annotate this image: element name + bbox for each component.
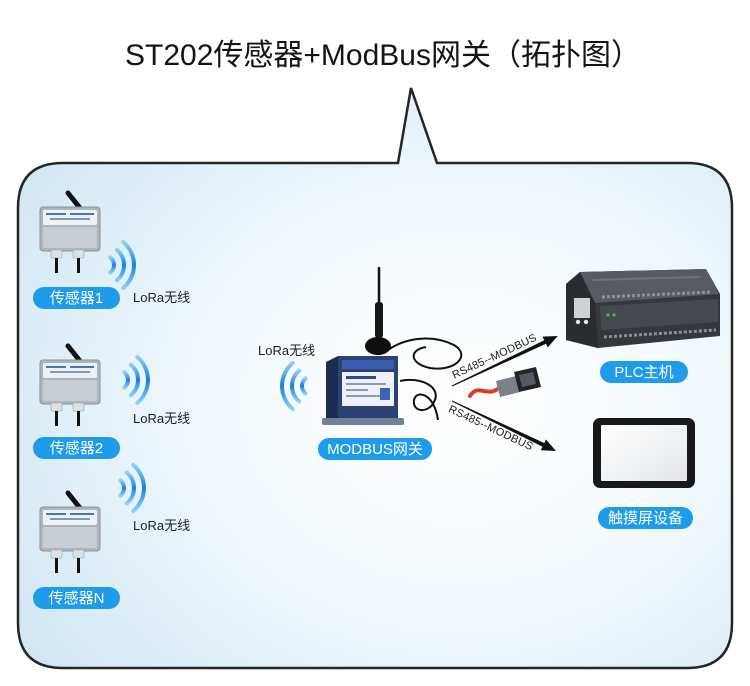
plc-icon (566, 269, 720, 348)
sensor-node-n: LoRa无线 传感器N (33, 463, 190, 609)
sensor-label: 传感器N (49, 590, 105, 607)
gateway-node: LoRa无线 MODBUS网关 (258, 266, 463, 460)
sensor-label: 传感器2 (50, 440, 103, 457)
gateway-label: MODBUS网关 (327, 441, 423, 458)
sensor-label-pill (33, 437, 120, 459)
arrow-to-plc (451, 336, 558, 387)
gateway-link-label: LoRa无线 (258, 343, 315, 358)
touchscreen-node: 触摸屏设备 (593, 418, 695, 529)
arrow-to-touchscreen (451, 400, 556, 451)
sensor-link-label: LoRa无线 (133, 518, 190, 533)
sensor-label-pill (33, 587, 120, 609)
sensor-node-1: LoRa无线 传感器1 (33, 193, 190, 309)
touchscreen-label-pill (598, 507, 693, 529)
gateway-icon (322, 266, 463, 425)
diagram-title: ST202传感器+ModBus网关（拓扑图） (125, 39, 641, 72)
touchscreen-label: 触摸屏设备 (608, 510, 683, 527)
serial-connector-icon (468, 367, 541, 398)
gateway-label-pill (318, 438, 432, 460)
sensor-label: 传感器1 (50, 290, 103, 307)
sensor-node-2: LoRa无线 传感器2 (33, 346, 190, 459)
plc-label: PLC主机 (614, 364, 673, 381)
plc-node: PLC主机 (566, 269, 720, 383)
tablet-icon (593, 418, 695, 488)
sensor-label-pill (33, 287, 120, 309)
sensor-link-label: LoRa无线 (133, 290, 190, 305)
plc-label-pill (600, 361, 688, 383)
sensor-link-label: LoRa无线 (133, 411, 190, 426)
